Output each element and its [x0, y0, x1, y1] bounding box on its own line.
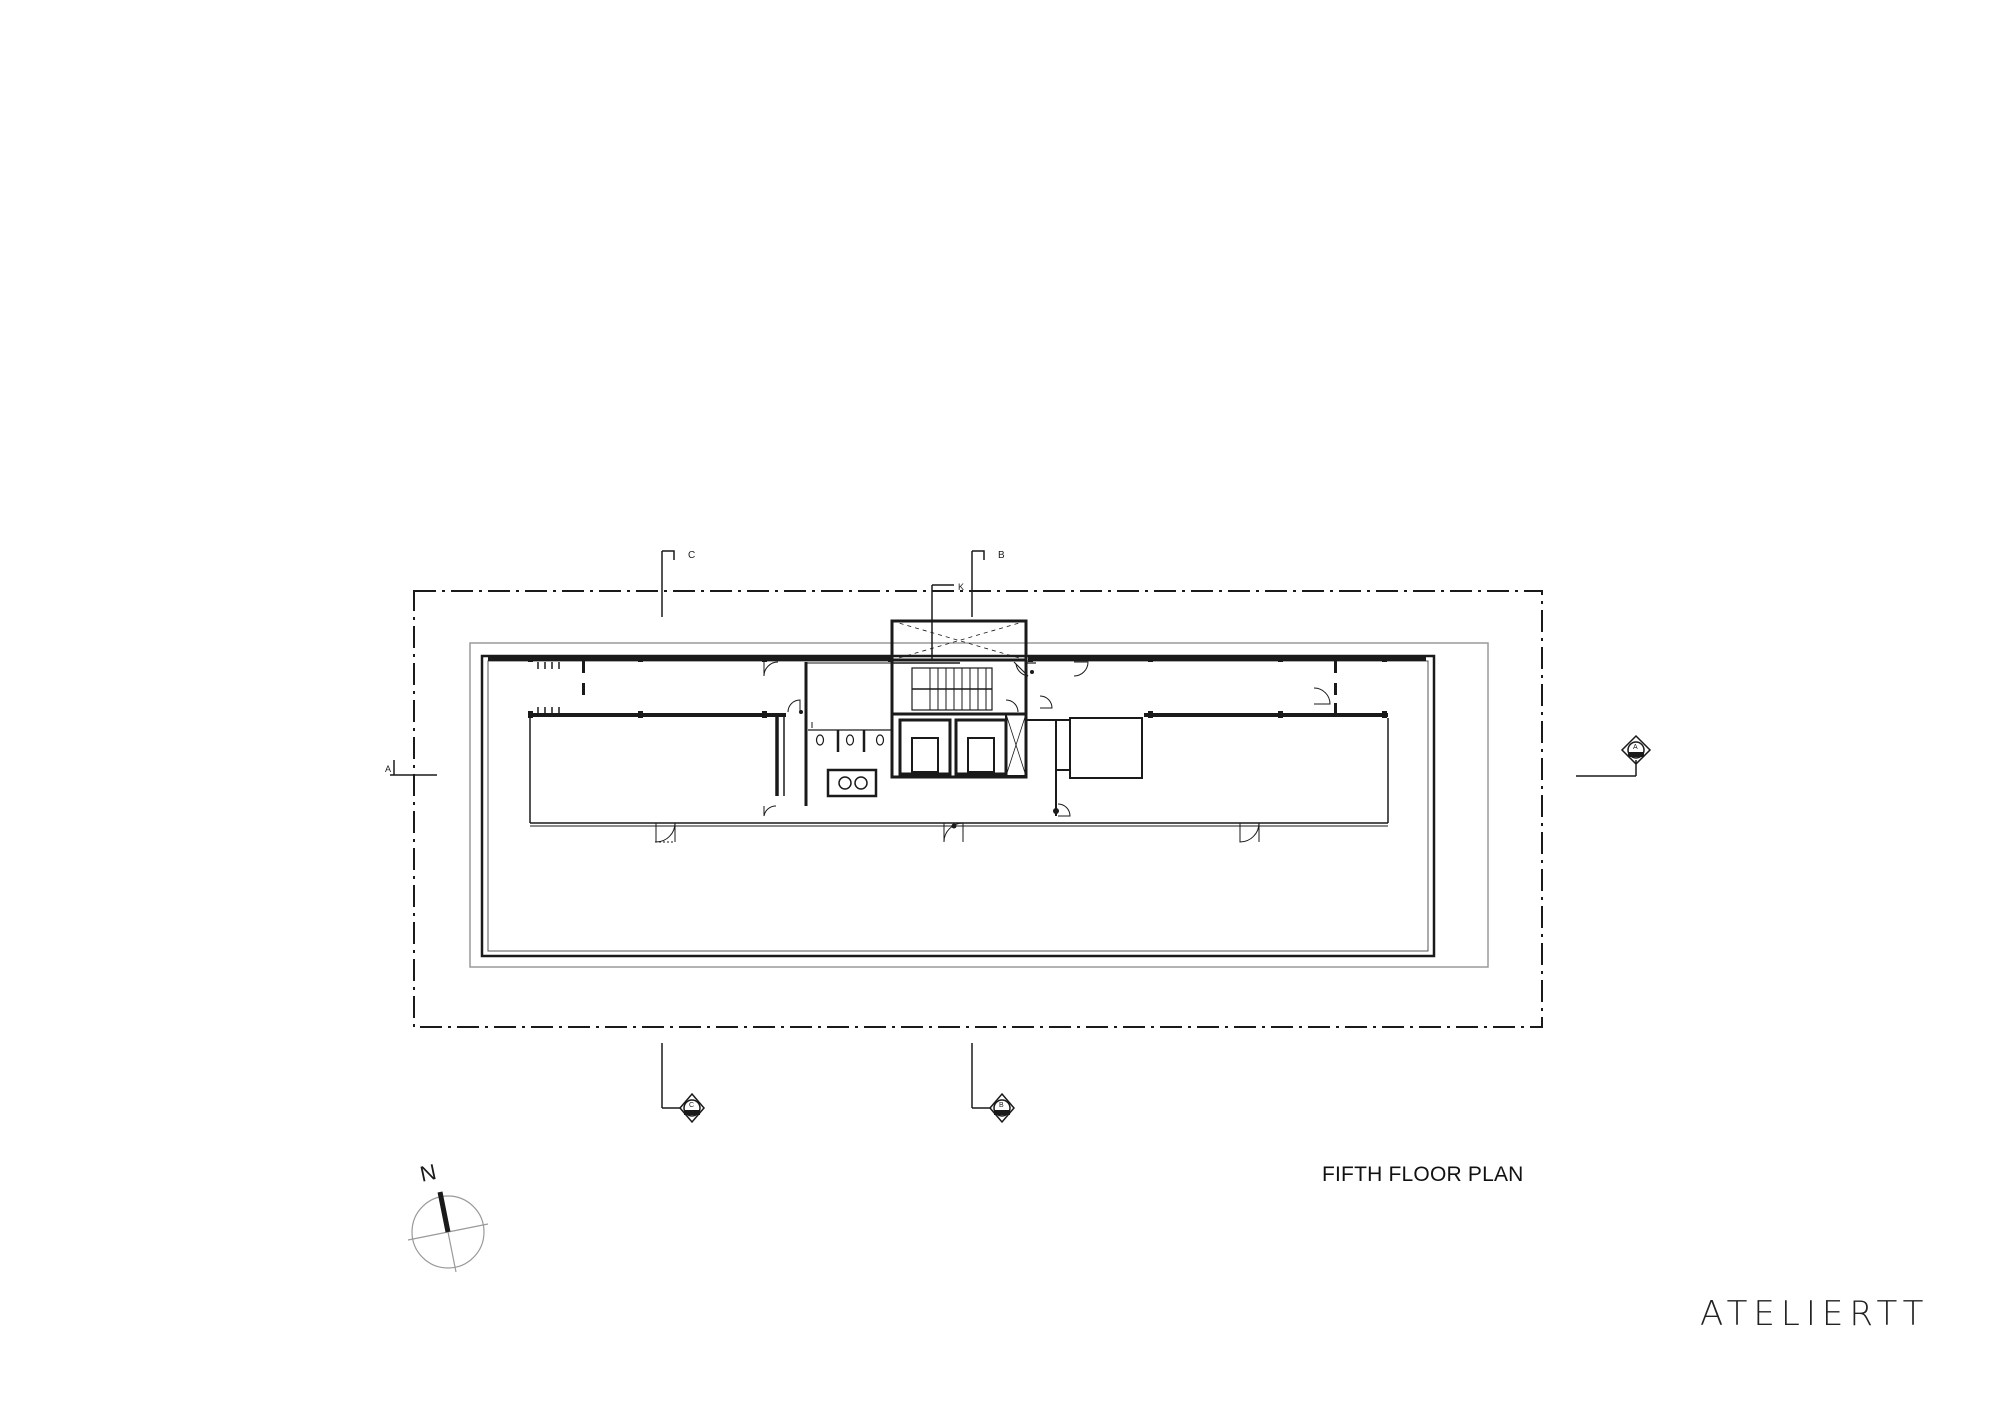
section-label-top-small: K: [958, 582, 964, 592]
fixture-dots: [799, 670, 1059, 829]
north-wall: [488, 657, 1426, 717]
doors: [655, 661, 1331, 843]
studio-logo: ATELIERTT: [1700, 1294, 1930, 1334]
section-marker-bottom-center: [989, 1092, 1015, 1124]
section-label-top-center: B: [998, 550, 1005, 561]
drawing-title: FIFTH FLOOR PLAN: [1322, 1163, 1524, 1186]
section-lines: [390, 550, 1637, 1109]
shaft-rooms: [1005, 662, 1143, 816]
site-boundary: [413, 590, 1543, 1028]
section-label-left: A: [385, 764, 391, 774]
toilet-block: [775, 662, 892, 806]
stair-core: [890, 619, 1028, 779]
section-marker-bottom-left: [679, 1092, 705, 1124]
office-room-outline: [529, 718, 1389, 827]
section-label-right: A: [1633, 744, 1638, 751]
north-label: N: [418, 1159, 439, 1187]
slab-inner-line: [487, 660, 1429, 952]
north-arrow: N: [407, 1159, 489, 1273]
columns: [528, 655, 1387, 718]
elevators: [898, 718, 1008, 778]
section-label-top-left: C: [688, 550, 695, 561]
small-marks: [537, 662, 560, 714]
parapet-outline: [469, 642, 1489, 968]
slab-outer-line: [480, 654, 1436, 958]
section-marker-right: [1620, 734, 1652, 766]
section-label-bottom-left: C: [689, 1102, 694, 1109]
section-label-bottom-center: B: [999, 1102, 1004, 1109]
